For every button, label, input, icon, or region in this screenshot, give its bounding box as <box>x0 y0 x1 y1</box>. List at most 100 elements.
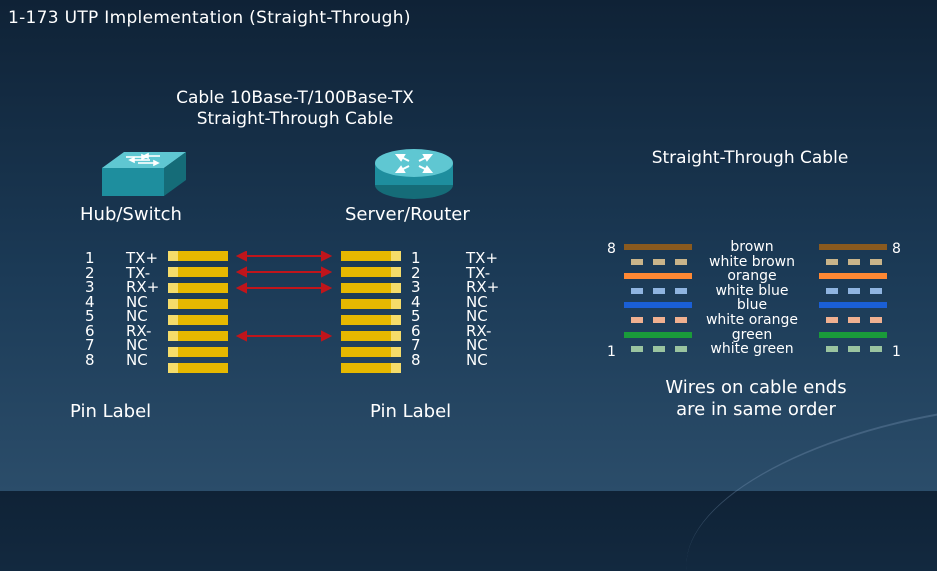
pin-number: 4 <box>411 292 421 311</box>
arrow-pin-3 <box>236 282 332 294</box>
right-pin-bar <box>341 251 401 261</box>
left-connector <box>168 251 228 381</box>
pin-number: 8 <box>411 350 421 369</box>
wire-dash <box>631 287 643 294</box>
wire-color-label: white blue <box>715 282 789 299</box>
pin-signal: TX+ <box>466 249 499 267</box>
right-pin-signals: TX+ TX- RX+ NC NC RX- NC NC <box>466 251 499 367</box>
right-pin-bar <box>341 315 401 325</box>
wire-dash <box>675 258 687 265</box>
wire-dash <box>848 287 860 294</box>
pin-signal: RX+ <box>466 278 500 296</box>
pin-number: 6 <box>411 321 421 340</box>
pin-number: 1 <box>85 249 95 267</box>
pin-number: 4 <box>85 292 95 311</box>
right-pin-bar <box>341 283 401 293</box>
pin-signal: NC <box>466 307 488 325</box>
wire-dash <box>653 317 665 323</box>
wire-dash <box>826 346 838 353</box>
decorative-swoosh <box>669 408 937 571</box>
right-pin-bar <box>341 331 401 341</box>
right-pin-numbers: 1 2 3 4 5 6 7 8 <box>411 251 421 367</box>
pin-signal: TX+ <box>126 249 159 267</box>
wire-dash <box>631 258 643 265</box>
wire-swatch-left <box>624 302 692 309</box>
wire-dash <box>653 346 665 353</box>
router-icon <box>375 149 453 199</box>
wire-swatch-right <box>819 302 887 309</box>
pin-signal: NC <box>466 350 488 369</box>
wire-dash <box>631 346 643 353</box>
left-pin-bar <box>168 331 228 341</box>
footnote-line2: are in same order <box>676 399 836 420</box>
right-pin-bar <box>341 363 401 373</box>
wire-swatch-right <box>819 244 887 250</box>
right-pin-bar <box>341 267 401 277</box>
switch-icon <box>102 152 186 196</box>
wire-dash <box>848 317 860 323</box>
left-pin-bar <box>168 267 228 277</box>
wire-color-label: orange <box>727 268 777 285</box>
pin-number: 6 <box>85 321 95 340</box>
left-pin-numbers: 1 2 3 4 5 6 7 8 <box>85 251 95 367</box>
wire-swatch-right <box>819 258 887 265</box>
pin-number: 7 <box>85 336 95 354</box>
wire-swatch-left <box>624 346 692 353</box>
wire-swatch-left <box>624 244 692 250</box>
straight-through-title: Straight-Through Cable <box>651 148 849 168</box>
wire-swatch-left <box>624 331 692 338</box>
pin-signal: NC <box>466 292 488 311</box>
pin-number: 3 <box>85 278 95 296</box>
wire-dash <box>870 317 882 323</box>
wire-dash <box>848 258 860 265</box>
pin-signal: NC <box>126 350 148 369</box>
right-pin-bar <box>341 347 401 357</box>
wire-dash <box>631 317 643 323</box>
pin-signal: RX- <box>466 321 492 340</box>
right-pin-bar <box>341 299 401 309</box>
wire-color-label: brown <box>730 239 774 255</box>
wire-swatch-right <box>819 346 887 353</box>
wire-end-number-top-right: 8 <box>892 241 901 257</box>
pin-number: 8 <box>85 350 95 369</box>
wire-dash <box>848 346 860 353</box>
wire-dash <box>675 346 687 353</box>
cable-title-line1: Cable 10Base-T/100Base-TX <box>176 88 414 108</box>
wire-dash <box>675 317 687 323</box>
left-pin-bar <box>168 315 228 325</box>
wire-dash <box>653 258 665 265</box>
signal-arrows <box>236 251 332 342</box>
pin-number: 7 <box>411 336 421 354</box>
wire-swatch-right <box>819 331 887 338</box>
footnote-line1: Wires on cable ends <box>665 377 847 398</box>
left-pin-bar <box>168 363 228 373</box>
wire-swatch-right <box>819 317 887 323</box>
wire-swatch-left <box>624 287 692 294</box>
arrow-pin-2 <box>236 266 332 278</box>
wire-end-number-top-left: 8 <box>607 241 616 257</box>
wire-swatch-right <box>819 287 887 294</box>
left-pin-bar <box>168 251 228 261</box>
wire-dash <box>870 258 882 265</box>
pin-signal: RX- <box>126 321 152 340</box>
wire-dash <box>870 346 882 353</box>
wire-dash <box>653 287 665 294</box>
wire-dash <box>826 287 838 294</box>
cable-title-line2: Straight-Through Cable <box>196 109 394 129</box>
footnote: Wires on cable ends are in same order <box>620 377 892 421</box>
wire-dash <box>826 258 838 265</box>
pin-signal: NC <box>126 307 148 325</box>
server-router-label: Server/Router <box>345 204 470 225</box>
pin-signal: NC <box>126 336 148 354</box>
arrow-pin-1 <box>236 251 332 262</box>
right-pin-label: Pin Label <box>370 401 452 422</box>
cable-title: Cable 10Base-T/100Base-TX Straight-Throu… <box>140 88 450 130</box>
slide-title: 1-173 UTP Implementation (Straight-Throu… <box>8 8 411 28</box>
left-pin-label: Pin Label <box>70 401 152 422</box>
wire-color-label: green <box>731 326 773 343</box>
left-pin-signals: TX+ TX- RX+ NC NC RX- NC NC <box>126 251 159 367</box>
left-pin-bar <box>168 283 228 293</box>
wire-swatch-left <box>624 258 692 265</box>
wire-dash <box>870 287 882 294</box>
wire-end-number-bottom-right: 1 <box>892 344 901 360</box>
